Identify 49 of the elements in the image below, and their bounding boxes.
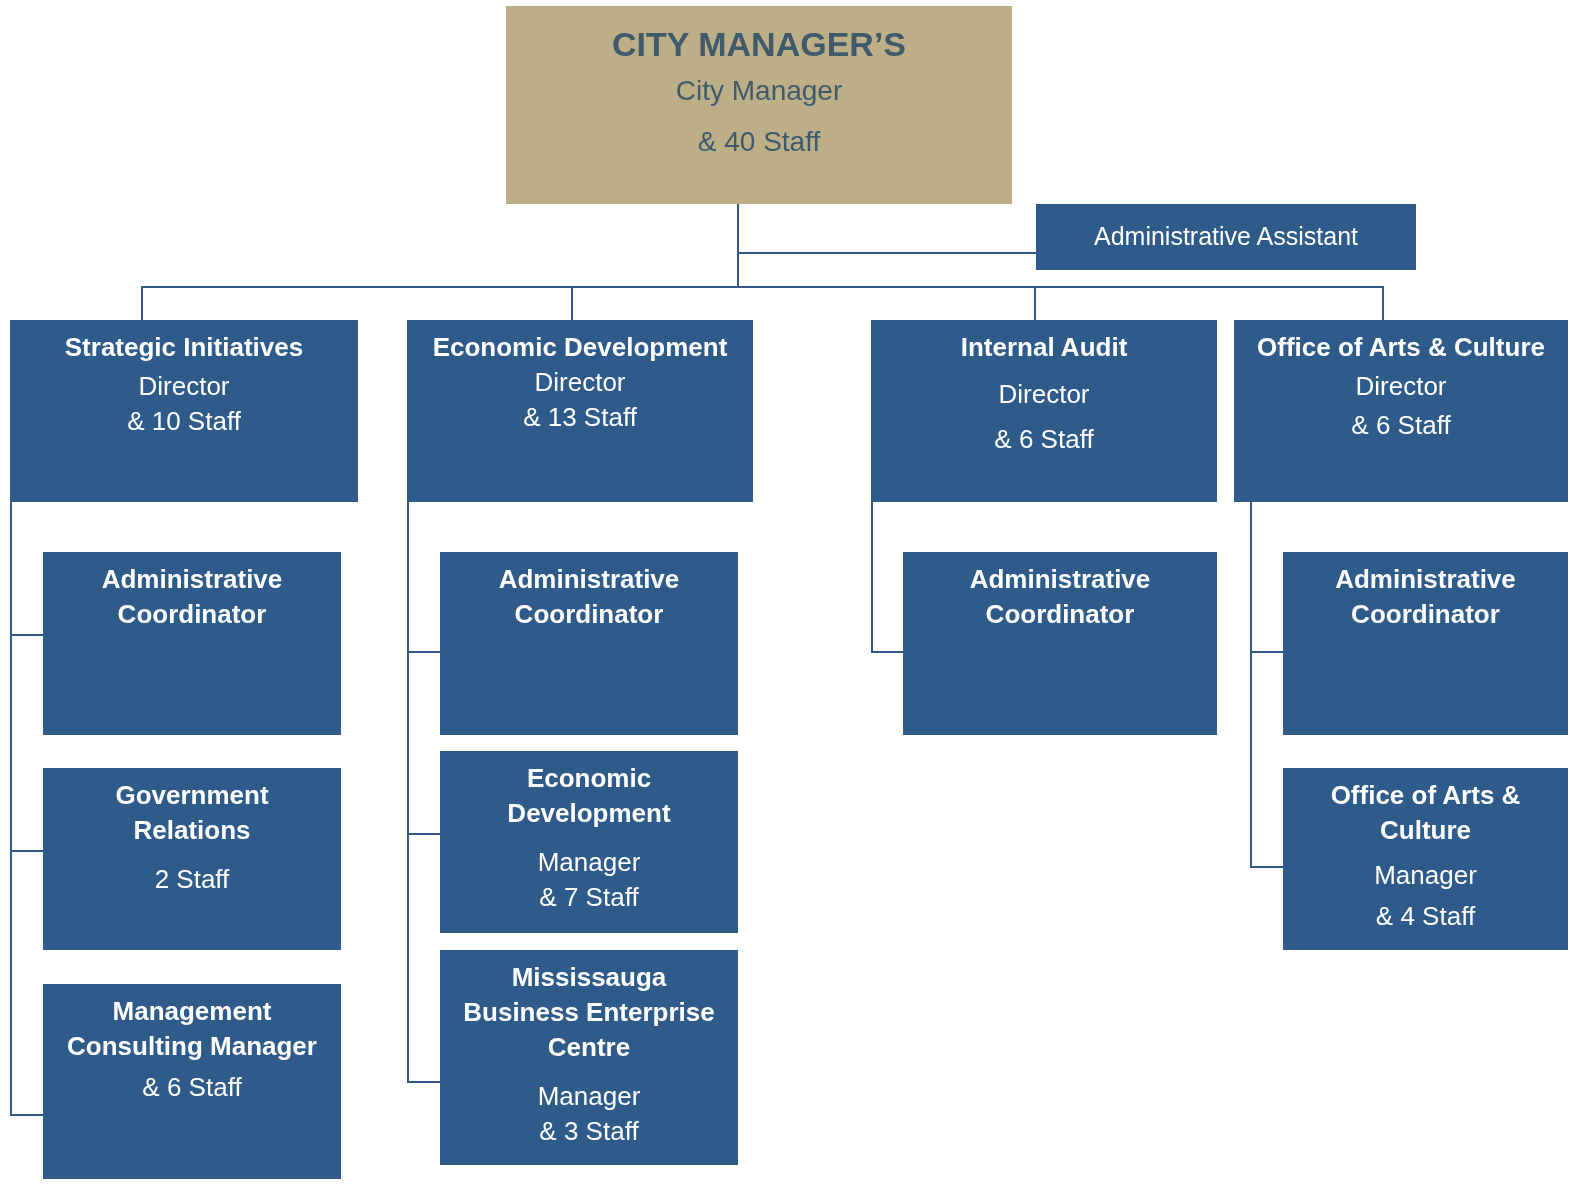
org-unit-box <box>43 768 341 950</box>
org-unit-box <box>43 984 341 1179</box>
unit-detail: & 10 Staff <box>127 405 241 439</box>
org-unit-box <box>440 950 738 1165</box>
unit-title: Administrative Coordinator <box>1334 563 1517 632</box>
unit-title: Administrative Coordinator <box>497 563 681 632</box>
org-unit-box <box>903 552 1217 735</box>
unit-detail: & 6 Staff <box>1351 409 1451 443</box>
unit-detail: & 13 Staff <box>523 401 637 435</box>
unit-detail: Director <box>138 370 230 404</box>
unit-detail: & 4 Staff <box>1375 900 1476 934</box>
org-unit-box <box>407 320 753 502</box>
unit-title: Office of Arts & Culture <box>1329 779 1522 848</box>
unit-detail: Director <box>1355 370 1447 404</box>
org-unit-box <box>871 320 1217 502</box>
org-unit-box <box>43 552 341 735</box>
unit-detail: & 3 Staff <box>539 1115 639 1149</box>
unit-detail: 2 Staff <box>154 863 230 897</box>
org-unit-box <box>440 552 738 735</box>
org-unit-box <box>10 320 358 502</box>
unit-detail: Director <box>998 378 1090 412</box>
unit-detail: City Manager <box>675 74 843 109</box>
unit-title: Administrative Coordinator <box>968 563 1152 632</box>
org-unit-box <box>440 751 738 933</box>
org-unit-box <box>1283 552 1568 735</box>
unit-detail: & 7 Staff <box>539 881 639 915</box>
org-unit-box <box>1234 320 1568 502</box>
header-box <box>506 6 1012 204</box>
unit-title: Administrative Assistant <box>1094 221 1358 253</box>
connector-line <box>871 501 904 653</box>
unit-title: Government Relations <box>114 779 270 848</box>
unit-title: Internal Audit <box>960 331 1128 364</box>
unit-detail: Manager <box>1374 859 1477 893</box>
unit-detail: & 6 Staff <box>994 423 1094 457</box>
unit-title: Mississauga Business Enterprise Centre <box>462 961 716 1065</box>
org-unit-box <box>1036 204 1416 270</box>
unit-detail: Manager <box>537 846 641 880</box>
unit-detail: & 40 Staff <box>697 124 821 159</box>
unit-title: Office of Arts & Culture <box>1257 331 1545 364</box>
unit-detail: Manager <box>537 1080 641 1114</box>
org-unit-box <box>1283 768 1568 950</box>
unit-title: Administrative Coordinator <box>100 563 284 632</box>
unit-detail: & 6 Staff <box>142 1071 242 1105</box>
unit-title: CITY MANAGER’S <box>611 24 907 65</box>
unit-title: Management Consulting Manager <box>66 995 318 1064</box>
unit-title: Strategic Initiatives <box>64 331 304 364</box>
unit-title: Economic Development <box>432 331 728 364</box>
unit-detail: Director <box>534 366 626 400</box>
unit-title: Economic Development <box>506 762 672 831</box>
